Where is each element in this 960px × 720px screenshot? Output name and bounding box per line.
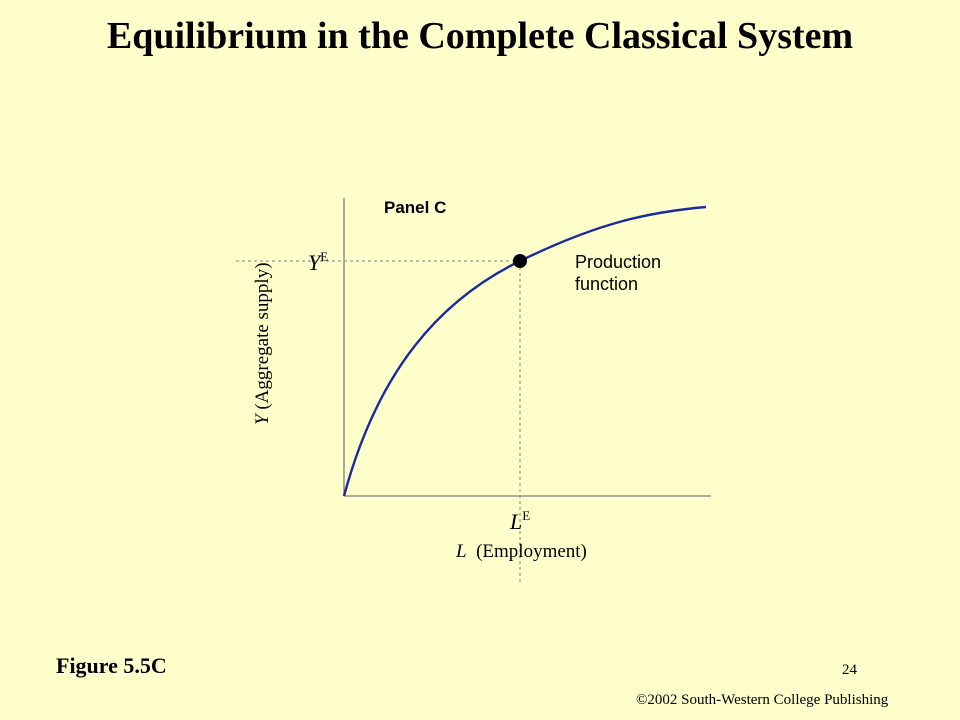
y-axis-title: Y (Aggregate supply) [252,262,273,425]
equilibrium-y-superscript: E [320,249,328,264]
copyright-notice: ©2002 South-Western College Publishing [636,692,889,708]
curve-label-line1: Production [575,252,661,272]
figure-label: Figure 5.5C [56,653,167,678]
x-axis-title: L (Employment) [455,541,587,562]
y-axis-variable: Y [252,412,273,425]
curve-label-line2: function [575,274,638,294]
equilibrium-point [513,254,527,268]
equilibrium-y-symbol: Y [308,250,323,275]
equilibrium-x-label: LE [509,508,530,534]
x-axis-variable: L [455,541,467,562]
y-axis-description: (Aggregate supply) [252,262,273,414]
equilibrium-x-symbol: L [509,509,522,534]
slide-title: Equilibrium in the Complete Classical Sy… [106,15,854,57]
equilibrium-y-label: YE [308,249,328,275]
equilibrium-x-superscript: E [522,508,530,523]
page-number: 24 [842,662,857,678]
x-axis-description: (Employment) [467,541,587,562]
production-function-curve [342,205,707,497]
panel-label: Panel C [384,198,446,217]
